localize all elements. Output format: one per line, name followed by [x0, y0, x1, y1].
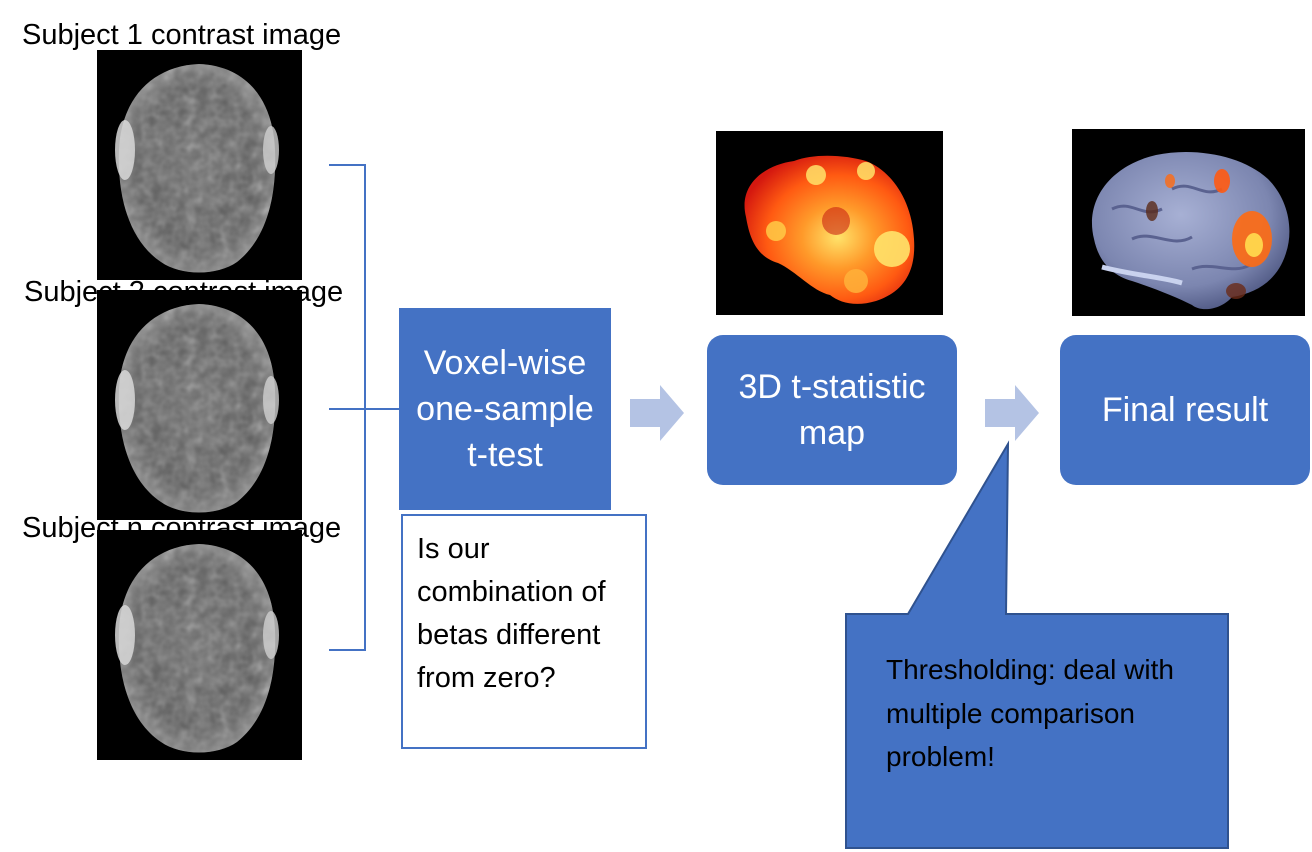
question-text: Is our combination of betas different fr… — [417, 533, 606, 694]
ttest-step-label: Voxel-wise one-sample t-test — [416, 344, 594, 474]
final-result-image — [1072, 129, 1305, 316]
arrow-right-icon — [630, 385, 684, 441]
ttest-step-box: Voxel-wise one-sample t-test — [399, 308, 611, 510]
thresholding-callout-text: Thresholding: deal with multiple compari… — [886, 654, 1174, 772]
subject-bracket — [329, 164, 400, 651]
thresholding-callout-shape — [845, 440, 1229, 849]
arrow-right-icon — [985, 385, 1039, 441]
subject-2-contrast-image — [97, 290, 302, 520]
subject-1-label: Subject 1 contrast image — [22, 19, 342, 51]
subject-n-contrast-image — [97, 530, 302, 760]
final-result-box: Final result — [1060, 335, 1310, 485]
final-result-label: Final result — [1101, 391, 1269, 429]
tmap-step-label: 3D t-statistic map — [738, 368, 926, 452]
subject-2-label: Subject 2 contrast image — [24, 276, 344, 308]
t-statistic-map-image — [716, 131, 943, 315]
subject-n-label: Subject n contrast image — [22, 512, 342, 544]
question-box: Is our combination of betas different fr… — [401, 514, 647, 749]
tmap-step-box: 3D t-statistic map — [707, 335, 957, 485]
subject-1-contrast-image — [97, 50, 302, 280]
